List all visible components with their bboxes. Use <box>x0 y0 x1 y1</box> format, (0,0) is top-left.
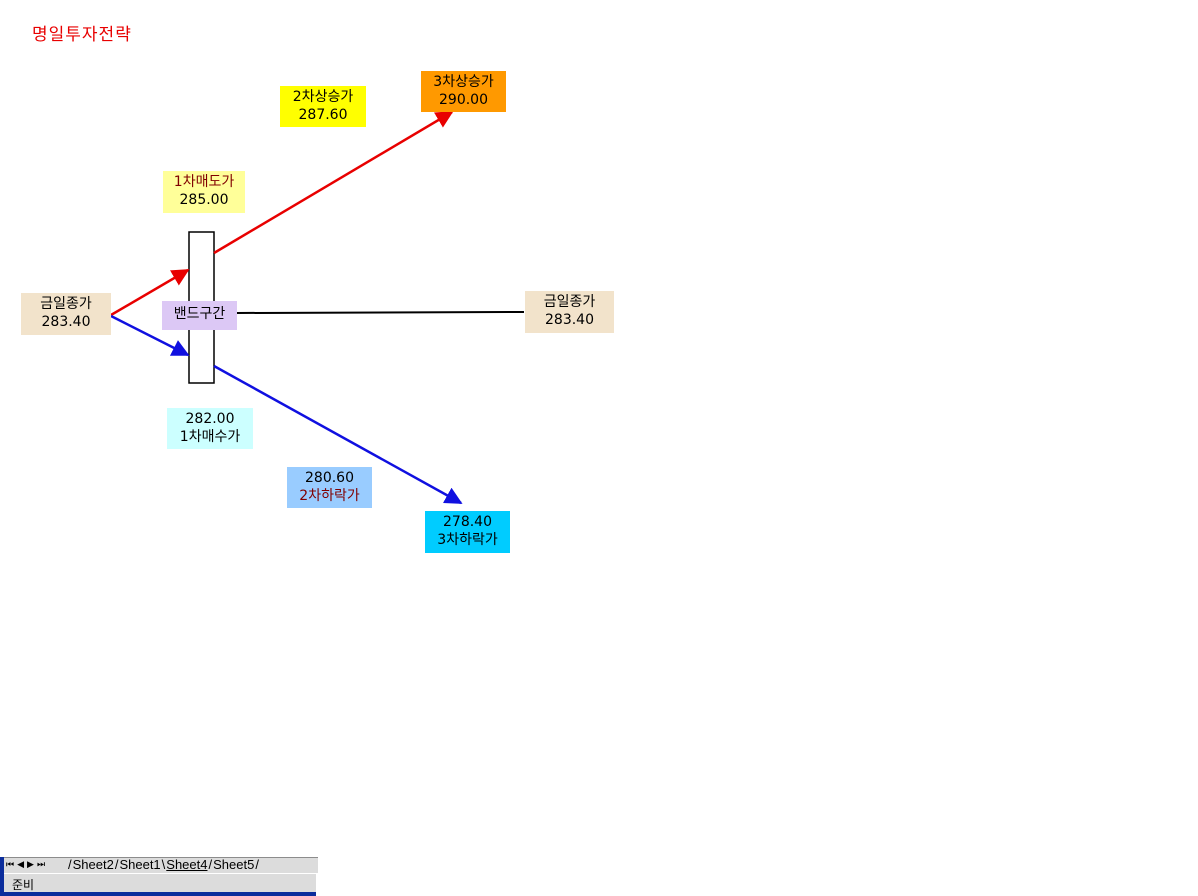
status-text: 준비 <box>12 878 35 892</box>
band-range-box: 밴드구간 <box>162 301 237 330</box>
today-close-box-left: 금일종가 283.40 <box>21 293 111 335</box>
sheet-tab-bar: ⏮◀▶⏭ /Sheet2/Sheet1\Sheet4/Sheet5/ <box>0 857 318 873</box>
second-rise-price-box: 2차상승가 287.60 <box>280 86 366 127</box>
today-close-value: 283.40 <box>41 314 91 330</box>
rise-arrow-to-band <box>110 268 190 317</box>
next-sheet-icon[interactable]: ▶ <box>27 860 37 870</box>
second-rise-price-value: 287.60 <box>298 107 348 123</box>
today-close-box-right: 금일종가 283.40 <box>525 291 614 333</box>
prev-sheet-icon[interactable]: ◀ <box>17 860 28 870</box>
first-buy-price-box: 282.00 1차매수가 <box>167 408 253 449</box>
first-buy-price-label: 1차매수가 <box>179 429 241 445</box>
page-title: 명일투자전략 <box>32 25 132 45</box>
today-close-value: 283.40 <box>545 312 594 328</box>
first-buy-price-value: 282.00 <box>185 411 235 427</box>
third-rise-price-label: 3차상승가 <box>433 74 494 90</box>
fall-arrow-to-fall-3 <box>213 364 463 505</box>
second-rise-price-label: 2차상승가 <box>292 89 354 105</box>
first-sell-price-value: 285.00 <box>179 192 229 208</box>
third-fall-price-label: 3차하락가 <box>437 532 498 548</box>
third-rise-price-box: 3차상승가 290.00 <box>421 71 506 112</box>
rise-arrow-to-rise-3 <box>213 110 454 255</box>
second-fall-price-box: 280.60 2차하락가 <box>287 467 372 508</box>
last-sheet-icon[interactable]: ⏭ <box>36 860 49 870</box>
sheet-tab-sheet2[interactable]: Sheet2 <box>72 857 114 872</box>
first-sheet-icon[interactable]: ⏮ <box>6 860 18 870</box>
today-close-label: 금일종가 <box>543 294 596 310</box>
close-line <box>236 311 525 314</box>
sheet-tab-sheet1[interactable]: Sheet1 <box>119 857 161 872</box>
first-sell-price-label: 1차매도가 <box>173 174 235 190</box>
status-bar: 준비 <box>0 873 316 892</box>
band-range-label: 밴드구간 <box>173 306 226 322</box>
window-frame-left <box>0 857 4 896</box>
third-fall-price-value: 278.40 <box>443 514 492 530</box>
fall-arrow-to-band <box>110 314 190 357</box>
second-fall-price-label: 2차하락가 <box>299 488 360 504</box>
first-sell-price-box: 1차매도가 285.00 <box>163 171 245 213</box>
sheet-navigation: ⏮◀▶⏭ <box>6 858 48 872</box>
window-frame-bottom <box>0 892 316 896</box>
today-close-label: 금일종가 <box>40 296 92 312</box>
third-rise-price-value: 290.00 <box>439 92 488 108</box>
sheet-tab-sheet5[interactable]: Sheet5 <box>213 857 255 872</box>
third-fall-price-box: 278.40 3차하락가 <box>425 511 510 553</box>
second-fall-price-value: 280.60 <box>305 470 354 486</box>
sheet-tabs: /Sheet2/Sheet1\Sheet4/Sheet5/ <box>68 857 259 872</box>
sheet-tab-sheet4[interactable]: Sheet4 <box>166 857 208 872</box>
